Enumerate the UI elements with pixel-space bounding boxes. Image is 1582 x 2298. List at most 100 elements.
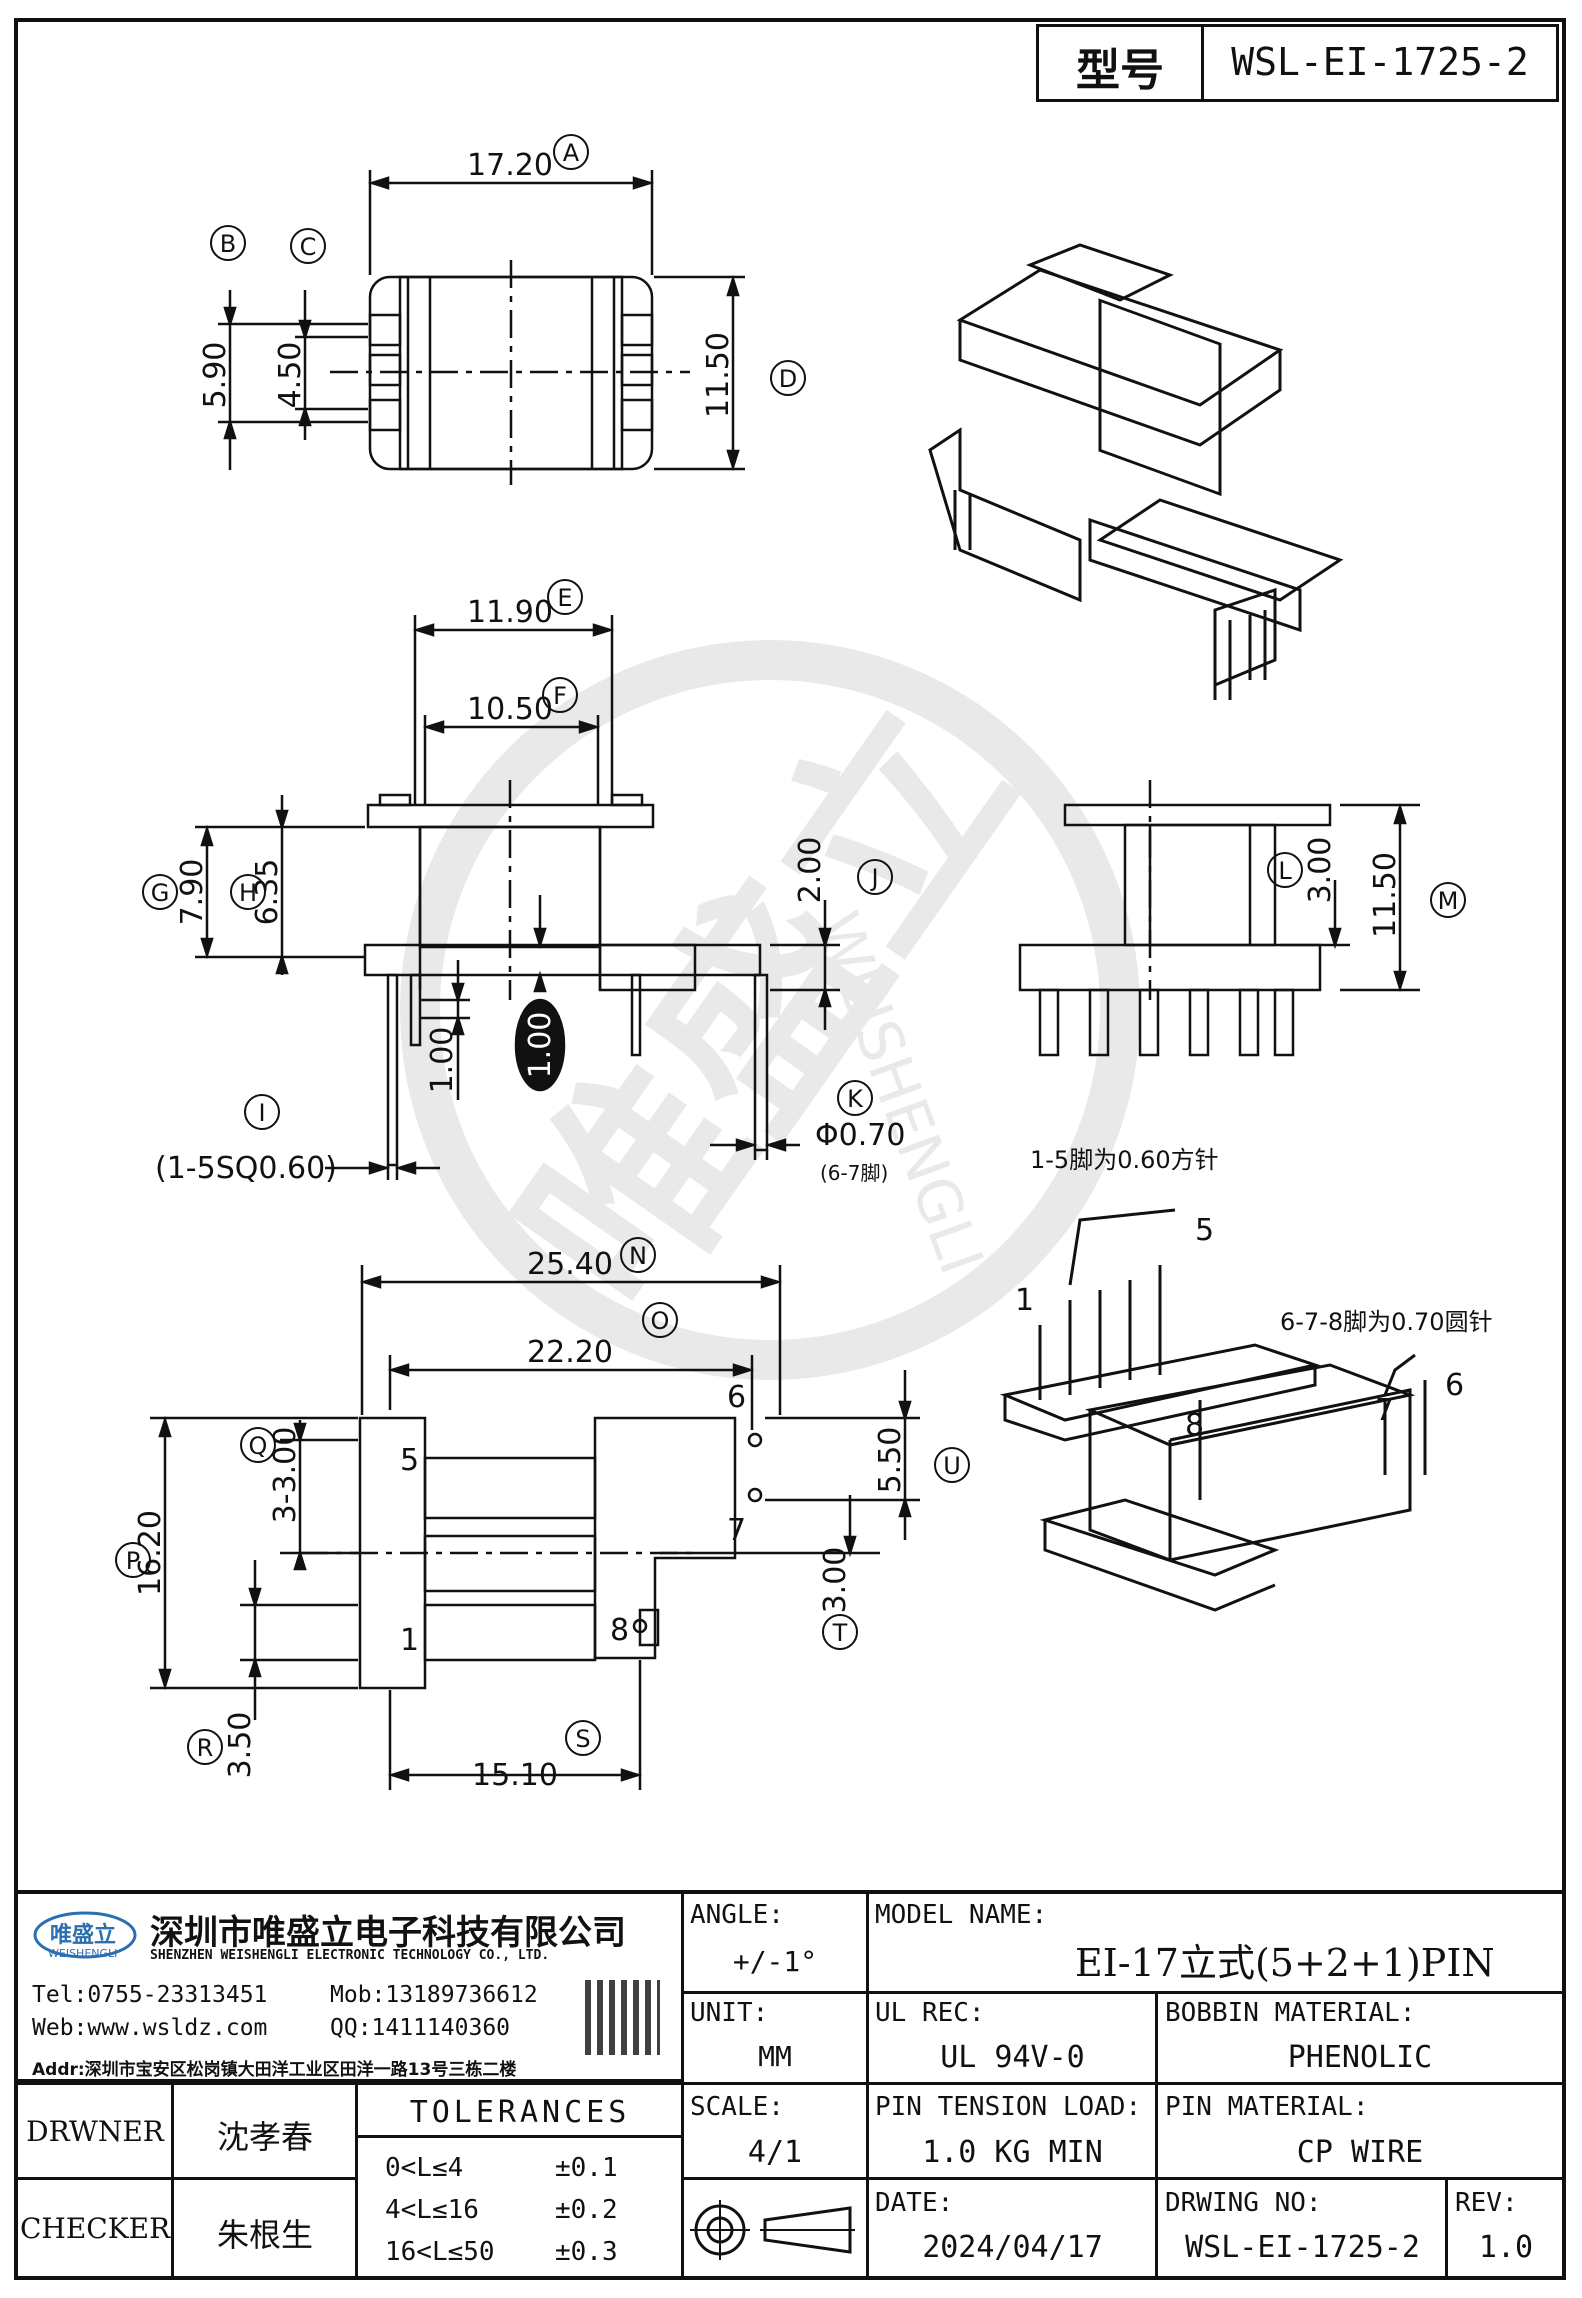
- dim-label: 15.10: [472, 1758, 558, 1793]
- dim-label: 3-3.00: [268, 1427, 303, 1524]
- ul-label: UL REC:: [875, 1998, 985, 2028]
- date-label: DATE:: [875, 2188, 954, 2218]
- iso-view-bottom: [999, 1208, 1427, 1612]
- pin-number: 7: [727, 1513, 746, 1548]
- note: (1-5SQ0.60): [155, 1151, 337, 1186]
- marker-label: F: [553, 682, 567, 710]
- tol-range: 16<L≤50: [385, 2237, 495, 2267]
- rev-value: 1.0: [1478, 2230, 1534, 2265]
- marker-label: Q: [249, 1432, 268, 1460]
- marker-label: T: [832, 1619, 848, 1647]
- pin-number: 1: [1015, 1283, 1034, 1318]
- marker-label: B: [220, 230, 236, 258]
- technical-drawing: 唯盛立 WEISHENGLI: [115, 134, 1493, 1793]
- dim-label-highlighted: 1.00: [523, 1012, 558, 1079]
- dim-label: 3.00: [818, 1547, 853, 1614]
- dwgno-label: DRWING NO:: [1165, 2188, 1322, 2218]
- logo-text-cn: 唯盛立: [50, 1923, 117, 1948]
- dim-label: 11.50: [1368, 852, 1403, 938]
- dwgno-value: WSL-EI-1725-2: [1185, 2230, 1420, 2265]
- bobbin-value: PHENOLIC: [1287, 2040, 1433, 2075]
- pin-number: 6: [727, 1380, 746, 1415]
- tolerances-title: TOLERANCES: [409, 2095, 631, 2130]
- dim-label: 3.50: [223, 1712, 258, 1779]
- pin-number: 6: [1445, 1368, 1464, 1403]
- pin-number: 7: [1375, 1393, 1394, 1428]
- tol-value: ±0.3: [555, 2237, 618, 2267]
- checker-label: CHECKER: [20, 2212, 171, 2245]
- pin-number: 5: [400, 1443, 419, 1478]
- marker-label: H: [239, 879, 257, 907]
- qr-code: [585, 1980, 660, 2055]
- scale-label: SCALE:: [690, 2092, 784, 2122]
- type-value-cell: [1201, 24, 1559, 102]
- dim-label: 10.50: [467, 692, 553, 727]
- logo-text-en: WEISHENGLI: [48, 1947, 118, 1960]
- model-label: MODEL NAME:: [875, 1900, 1048, 1930]
- drawer-value: 沈孝春: [216, 2118, 313, 2156]
- model-value: EI-17立式(5+2+1)PIN: [1075, 1941, 1495, 1985]
- dim-label: 4.50: [273, 342, 308, 409]
- tol-range: 0<L≤4: [385, 2153, 464, 2183]
- dim-label: 11.90: [467, 595, 553, 630]
- marker-label: I: [258, 1099, 265, 1127]
- company-mob: Mob:13189736612: [330, 1982, 538, 2008]
- top-view: [218, 170, 745, 485]
- unit-label: UNIT:: [690, 1998, 769, 2028]
- tol-value: ±0.1: [555, 2153, 618, 2183]
- company-name-en: SHENZHEN WEISHENGLI ELECTRONIC TECHNOLOG…: [150, 1948, 550, 1963]
- bobbin-label: BOBBIN MATERIAL:: [1165, 1998, 1416, 2028]
- marker-label: O: [651, 1307, 670, 1335]
- marker-label: G: [151, 879, 170, 907]
- company-tel: Tel:0755-23313451: [32, 1982, 268, 2008]
- rev-cell: [1445, 2177, 1566, 2280]
- unit-value: MM: [758, 2040, 792, 2073]
- dim-label: 5.50: [873, 1427, 908, 1494]
- dim-label: 11.50: [701, 332, 736, 418]
- tension-label: PIN TENSION LOAD:: [875, 2092, 1142, 2122]
- marker-label: K: [847, 1085, 864, 1113]
- dim-label: 2.00: [793, 837, 828, 904]
- type-label: 型号: [1076, 45, 1164, 96]
- angle-value: +/-1°: [732, 1945, 818, 1978]
- dim-label: 6.35: [250, 859, 285, 926]
- marker-letters: A B C D E F G H J I K L M N O Q P R S U: [126, 139, 1459, 1762]
- marker-label: D: [779, 365, 797, 393]
- drawer-label: DRWNER: [26, 2115, 164, 2148]
- company-qq: QQ:1411140360: [330, 2015, 511, 2041]
- marker-label: P: [126, 1547, 140, 1575]
- marker-label: U: [943, 1452, 961, 1480]
- company-name-cn: 深圳市唯盛立电子科技有限公司: [150, 1913, 626, 1953]
- marker-label: E: [557, 584, 572, 612]
- scale-value: 4/1: [747, 2135, 803, 2170]
- type-value: WSL-EI-1725-2: [1231, 40, 1529, 84]
- angle-label: ANGLE:: [690, 1900, 784, 1930]
- dim-label: 22.20: [527, 1335, 613, 1370]
- ul-value: UL 94V-0: [940, 2040, 1085, 2075]
- company-web: Web:www.wsldz.com: [32, 2015, 268, 2041]
- dim-label: 7.90: [175, 859, 210, 926]
- reference-markers: A B C D E F G H J I K L M N O Q P R S U: [115, 134, 1466, 1765]
- marker-label: A: [563, 139, 580, 167]
- dim-label: Φ0.70: [815, 1118, 905, 1153]
- dim-label: 16.20: [133, 1510, 168, 1596]
- dim-label: 1.00: [425, 1027, 460, 1094]
- dim-label: 17.20: [467, 148, 553, 183]
- marker-label: J: [869, 864, 878, 892]
- tension-value: 1.0 KG MIN: [922, 2135, 1103, 2170]
- dim-label: 25.40: [527, 1247, 613, 1282]
- pin-number: 5: [1195, 1213, 1214, 1248]
- marker-circles: [115, 134, 1466, 1765]
- projection-symbol-icon: [690, 2200, 855, 2260]
- front-view: [195, 615, 840, 1180]
- tol-value: ±0.2: [555, 2195, 618, 2225]
- date-value: 2024/04/17: [922, 2230, 1103, 2265]
- iso-view-top: [928, 243, 1344, 700]
- rev-label: REV:: [1455, 2188, 1518, 2218]
- marker-label: C: [300, 233, 317, 261]
- tol-range: 4<L≤16: [385, 2195, 479, 2225]
- checker-value: 朱根生: [216, 2216, 313, 2254]
- pin-number: 8: [610, 1613, 629, 1648]
- pinmat-value: CP WIRE: [1296, 2135, 1424, 2170]
